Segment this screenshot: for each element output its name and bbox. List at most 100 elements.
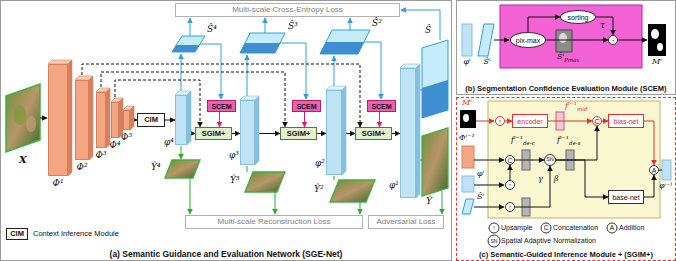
- operator-circle: -: [608, 35, 618, 45]
- sgim-figure: [659, 170, 662, 171]
- math-label: φⁱ⁻¹: [659, 182, 673, 190]
- input-image: [6, 84, 40, 152]
- sgim-box: SGIM+: [280, 127, 317, 140]
- node-label: (b) Segmentation Confidence Evaluation M…: [456, 85, 676, 93]
- connector: [596, 17, 613, 35]
- math-label: Ŝ³: [288, 22, 298, 31]
- prediction-line: [364, 42, 381, 99]
- math-label: Mⁱ: [462, 99, 472, 107]
- node-label: φ⁴: [164, 138, 174, 147]
- math-label: Mⁱ: [652, 58, 662, 66]
- node-label: Φ²: [77, 163, 88, 172]
- panel-frame: (b) Segmentation Confidence Evaluation M…: [456, 0, 676, 95]
- symbol-glyph: C: [544, 225, 549, 232]
- math-label: γ: [538, 175, 543, 183]
- block-face: [123, 106, 134, 130]
- block-face: [75, 76, 93, 160]
- prediction-line: [247, 55, 248, 96]
- operator-circle: ↑: [495, 116, 505, 126]
- scem-figure: [657, 43, 663, 51]
- node-label: (a) Semantic Guidance and Evaluation Net…: [0, 250, 452, 259]
- segmentation-map: [172, 45, 199, 52]
- input-image: [26, 116, 36, 132]
- sgim-figure: [474, 160, 504, 161]
- sgim-figure: [662, 160, 671, 180]
- reconstruction-line: [360, 202, 361, 214]
- legend-text: Upsample: [501, 224, 533, 231]
- connector: [317, 133, 326, 134]
- connector: [392, 133, 400, 134]
- block-face: [255, 96, 259, 165]
- block-face: [240, 96, 259, 165]
- encoder-feature: Φ⁴: [111, 102, 119, 138]
- sgim-box: SGIM+: [195, 127, 232, 140]
- legend-text: Addition: [619, 224, 644, 231]
- math-label: de-s: [569, 141, 580, 147]
- scem-box: SCEM: [367, 100, 396, 112]
- sgim-figure: [463, 114, 469, 122]
- node-label: Φ³: [96, 151, 107, 160]
- block-face: [130, 106, 134, 130]
- block-face: [89, 76, 93, 160]
- encoder-feature: Φ¹: [48, 64, 68, 176]
- legend-symbol: [489, 223, 499, 233]
- block-face: [111, 98, 123, 138]
- prediction-line: [420, 90, 424, 91]
- sgim-figure: [474, 207, 504, 208]
- math-label: fⁱ⁻¹: [557, 136, 569, 144]
- legend-key: CIMContext Inference Module: [6, 228, 28, 240]
- scem-figure: [556, 30, 572, 52]
- scem-figure: [494, 40, 509, 41]
- scem-figure: [648, 24, 666, 56]
- operator-circle: ↑: [505, 180, 515, 190]
- panel-frame: (c) Semantic-Guided Inference Module + (…: [456, 97, 676, 261]
- node-label: Context Inference Module: [33, 230, 119, 238]
- sgim-figure: [462, 199, 474, 214]
- math-label: Ŷ²: [314, 185, 324, 194]
- prediction-line: [265, 18, 266, 33]
- prediction-line: [190, 18, 191, 36]
- segmentation-map: [320, 30, 370, 54]
- sgim-figure: [476, 121, 494, 122]
- block-face: [106, 88, 110, 148]
- connector: [505, 121, 512, 122]
- block-face: [96, 88, 110, 148]
- flow-line: [40, 118, 47, 119]
- scem-figure: [478, 24, 494, 56]
- node-label: φ³: [229, 151, 239, 160]
- symbol-glyph: ↑: [492, 225, 495, 232]
- loss-box: Multi-scale Cross-Entropy Loss: [175, 3, 400, 17]
- node-label: SCEM: [371, 103, 391, 110]
- connector: [556, 126, 597, 160]
- sgim-figure: [460, 110, 476, 128]
- connector: [548, 121, 592, 122]
- connector: [515, 160, 544, 161]
- loss-box: Adversarial Loss: [368, 215, 444, 229]
- input-image: [6, 84, 40, 152]
- operation-ellipse: pix-max: [510, 32, 546, 48]
- legend-text: Spatial Adaptive Normalization: [501, 237, 596, 244]
- prediction-line: [401, 10, 440, 40]
- block-face: [416, 64, 420, 198]
- input-image: [14, 105, 26, 125]
- math-label: fⁱ⁻¹: [511, 136, 523, 144]
- reconstruction-line: [247, 166, 248, 172]
- reconstructed-image: [165, 160, 200, 178]
- block-face: [400, 64, 420, 198]
- prediction-line: [350, 18, 351, 30]
- node-label: encoder: [517, 118, 542, 125]
- node-label: ↑: [508, 204, 512, 211]
- segmentation-map: [240, 43, 280, 53]
- module-box: CIM: [137, 113, 165, 127]
- math-label: Ŝ²: [372, 19, 382, 28]
- prediction-line: [280, 43, 306, 99]
- decoder-feature: φ⁴: [175, 95, 187, 145]
- reconstructed-image: [422, 128, 448, 196]
- loss-box: Multi-scale Reconstruction Loss: [185, 215, 363, 229]
- sgim-box: SGIM+: [355, 127, 392, 140]
- module-ground: [488, 101, 660, 218]
- sgim-figure: [462, 146, 474, 168]
- scem-figure: [462, 24, 666, 56]
